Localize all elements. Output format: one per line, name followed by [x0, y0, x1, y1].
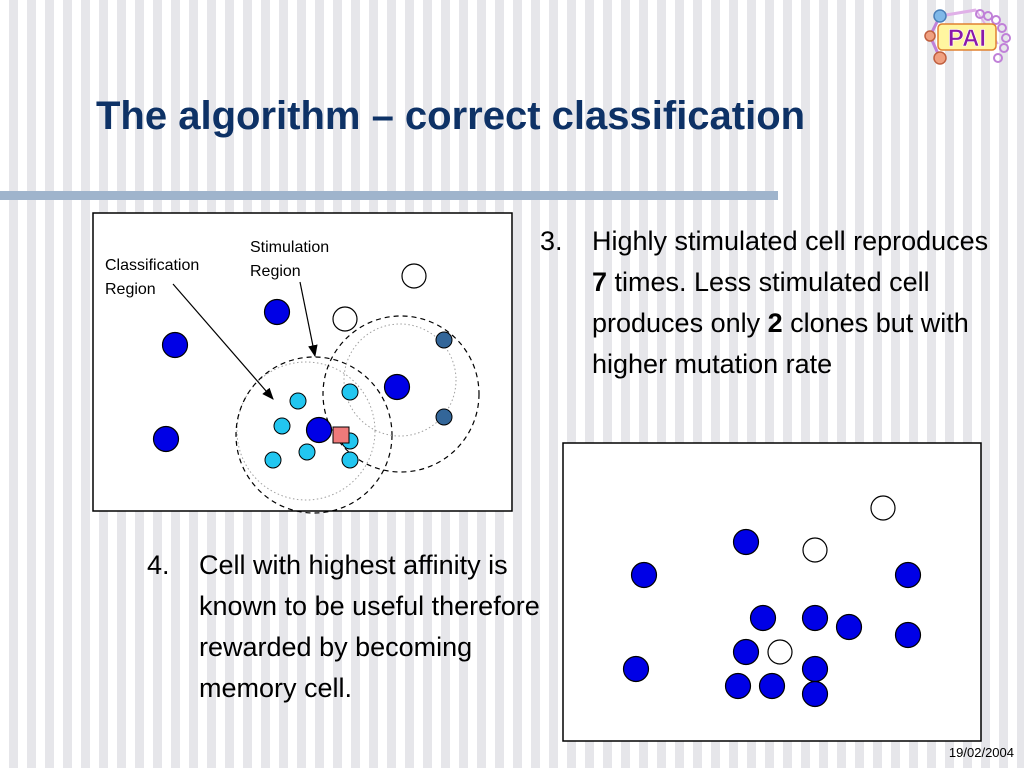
clone-cell: [341, 451, 359, 469]
clone-count-high: 7: [592, 267, 608, 297]
antigen-square: [332, 426, 350, 444]
empty-cell: [870, 495, 896, 521]
pai-logo: PAI: [924, 8, 1011, 65]
mutated-clone: [435, 408, 453, 426]
stimulation-region: [322, 315, 480, 473]
point-text: Cell with highest affinity is known to b…: [199, 550, 540, 703]
point-text: Highly stimulated cell reproduces 7 time…: [592, 226, 989, 379]
memory-cell: [152, 425, 180, 453]
logo-text: PAI: [948, 25, 986, 52]
memory-cell: [732, 638, 760, 666]
bullet-point-4: 4. Cell with highest affinity is known t…: [147, 545, 557, 709]
memory-cell: [383, 373, 411, 401]
memory-cell: [263, 298, 291, 326]
memory-cell: [894, 621, 922, 649]
memory-cell: [749, 604, 777, 632]
memory-cell-diagram: [562, 442, 982, 742]
mutated-clone: [435, 331, 453, 349]
clone-cell: [264, 451, 282, 469]
classification-region-label: Classification Region: [105, 257, 200, 298]
clone-cell: [289, 392, 307, 410]
new-memory-cell: [767, 639, 793, 665]
memory-cell: [724, 672, 752, 700]
memory-cell: [630, 561, 658, 589]
best-memory-cell: [305, 416, 333, 444]
classification-diagram: [92, 212, 513, 514]
empty-cell: [401, 263, 427, 289]
memory-cell: [894, 561, 922, 589]
bullet-point-3: 3. Highly stimulated cell reproduces 7 t…: [540, 221, 1010, 385]
clone-cell: [298, 443, 316, 461]
slide-date: 19/02/2004: [948, 745, 1014, 760]
stimulation-region-label: Stimulation Region: [250, 239, 330, 280]
memory-cell: [732, 528, 760, 556]
clone-cell: [341, 383, 359, 401]
classification-region-inner: [236, 361, 376, 501]
classification-arrow: [172, 283, 274, 400]
empty-cell: [802, 537, 828, 563]
point-number: 4.: [147, 550, 170, 580]
clone-count-low: 2: [767, 308, 783, 338]
empty-cell: [332, 306, 358, 332]
memory-cell: [801, 604, 829, 632]
title-underline: [0, 191, 778, 200]
memory-cell: [758, 672, 786, 700]
memory-cell: [801, 655, 829, 683]
memory-cell: [161, 331, 189, 359]
memory-cell: [801, 680, 829, 708]
clone-cell: [273, 417, 291, 435]
classification-region: [235, 356, 393, 514]
memory-cell: [835, 613, 863, 641]
stimulation-region-inner: [343, 323, 457, 437]
memory-cell: [622, 655, 650, 683]
slide-title: The algorithm – correct classification: [96, 94, 806, 138]
point-number: 3.: [540, 226, 563, 256]
stimulation-arrow: [299, 281, 318, 358]
